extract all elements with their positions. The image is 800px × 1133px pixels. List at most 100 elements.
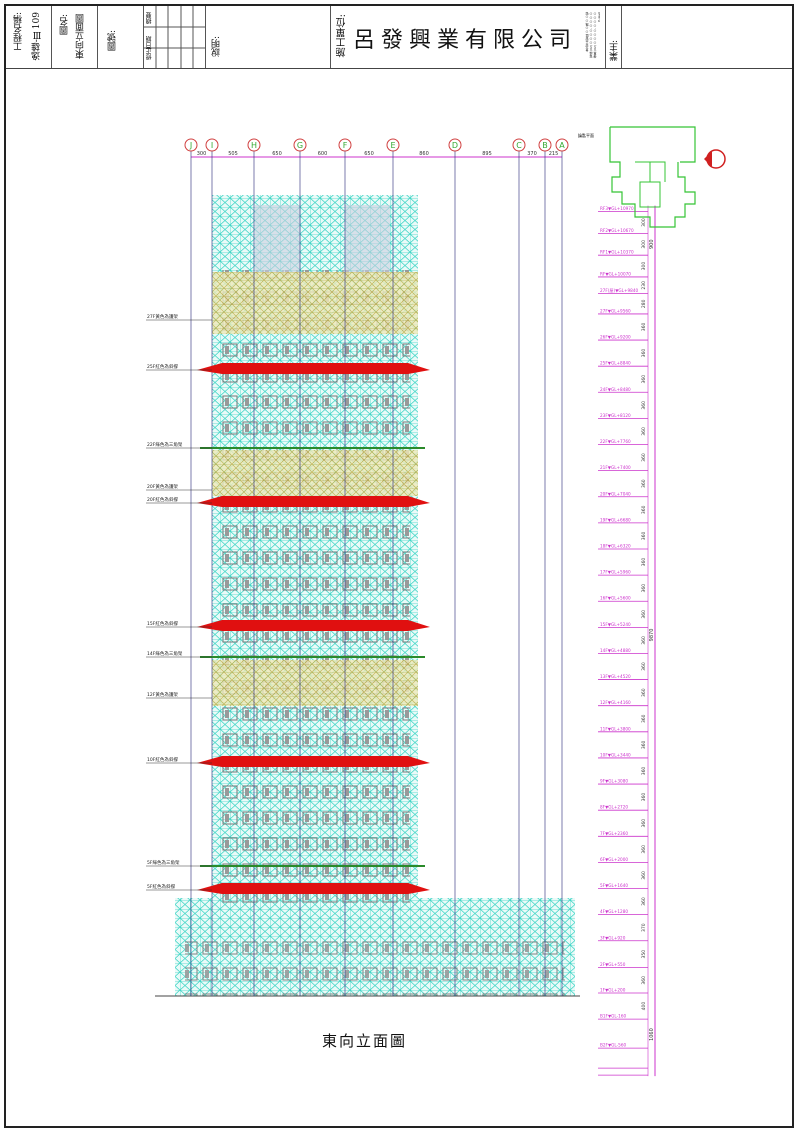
contractor-cell: 施工單位: 呂發興業有限公司 台北市大安區○○路○○號 電話:(02)○○○○-… [331,6,606,68]
grid-label: I [211,141,213,150]
level-label: 27F(屋)▼GL+9840 [600,288,638,294]
grid-dimension: 650 [272,151,282,157]
level-dimension: 300 [641,218,647,227]
revision-table: 修正日期 摘要 [144,6,206,68]
annotation-yellow: 27F黃色為護架 [147,313,178,320]
total-dimension: 1060 [649,1028,655,1041]
roof-structure [345,205,390,273]
drawing-name-cell: 圖名: 東向立面圖 [52,6,98,68]
level-label: 22F▼GL+7760 [600,439,631,444]
level-dimension: 360 [641,584,647,593]
grid-dimension: 650 [364,151,374,157]
grid-bubble-H [247,138,261,152]
level-label: 23F▼GL+8120 [600,413,631,418]
notes-cell: 說明: [206,6,331,68]
level-label: 2F▼GL+550 [600,962,626,967]
view-arrow-icon [704,151,712,167]
level-dimension: 400 [641,1002,647,1011]
level-dimension: 370 [641,923,647,932]
guard-zone-12f [212,660,418,706]
diagonal-brace-band [197,620,430,631]
level-dimension: 360 [641,767,647,776]
grid-bubble-B [538,138,552,152]
grid-bubble-A [555,138,569,152]
level-dimension: 360 [641,401,647,410]
level-label: RF3▼GL+10970 [600,206,634,211]
level-dimension: 360 [641,532,647,541]
annotation-yellow: 12F黃色為護架 [147,691,178,698]
level-dimension: 360 [641,636,647,645]
title-block: 工程名稱: 逸雄-Ⅲ109 圖名: 東向立面圖 圖號: 修正日期 摘要 說明: … [6,6,792,69]
level-label: B2F▼GL-560 [600,1043,627,1048]
annotation-red: 5F紅色為斜撐 [147,883,175,890]
level-dimension: 360 [641,845,647,854]
level-label: 1F▼GL+200 [600,988,626,993]
level-dimension: 360 [641,662,647,671]
level-label: 10F▼GL+3440 [600,752,631,757]
annotation-red: 25F紅色為斜撐 [147,363,178,370]
level-label: 19F▼GL+6680 [600,517,631,522]
diagonal-brace-band [197,496,430,507]
grid-bubble-G [293,138,307,152]
level-dimension: 360 [641,558,647,567]
level-dimension: 360 [641,610,647,619]
owner-cell: 業主: [606,6,622,68]
grid-label: B [542,141,548,150]
roof-structure [255,205,300,273]
grid-label: G [297,141,303,150]
level-dimension: 280 [641,299,647,308]
level-dimension: 360 [641,740,647,749]
drawing-no-cell: 圖號: [98,6,144,68]
level-label: 17F▼GL+5960 [600,570,631,575]
key-plan [609,126,726,228]
level-label: 12F▼GL+4160 [600,700,631,705]
level-label: 7F▼GL+2360 [600,831,628,836]
grid-bubble-E [386,138,400,152]
level-dimension: 300 [641,262,647,271]
annotation-green: 5F綠色為三角架 [147,859,180,866]
level-dimension: 360 [641,976,647,985]
annotation-yellow: 20F黃色為護架 [147,483,178,490]
diagonal-brace-band [197,363,430,374]
grid-label: D [452,141,458,150]
drawing-title: 東向立面圖 [322,1032,408,1050]
grid-bubble-F [338,138,352,152]
annotation-green: 22F綠色為三角架 [147,441,183,448]
grid-bubble-J [184,138,198,152]
annotation-red: 15F紅色為斜撐 [147,620,178,627]
diagonal-brace-band [197,883,430,894]
level-label: 8F▼GL+2720 [600,805,628,810]
level-dimension: 360 [641,479,647,488]
project-cell: 工程名稱: 逸雄-Ⅲ109 [6,6,52,68]
grid-dimension: 505 [228,151,238,157]
level-dimension: 360 [641,714,647,723]
level-label: 9F▼GL+3080 [600,779,628,784]
grid-dimension: 370 [527,151,537,157]
level-label: RF2▼GL+10670 [600,228,634,233]
podium-windows [185,930,565,996]
level-label: 21F▼GL+7400 [600,465,631,470]
total-dimension: 9870 [649,629,655,642]
grid-bubble-I [205,138,219,152]
key-plan-core [635,161,666,208]
level-label: 4F▼GL+1280 [600,909,628,914]
company-name: 呂發興業有限公司 [353,28,578,53]
grid-dimension: 600 [318,151,328,157]
level-label: 3F▼GL+920 [600,935,626,940]
guard-zone-20f [212,450,418,496]
level-label: 13F▼GL+4520 [600,674,631,679]
level-label: 11F▼GL+3800 [600,726,631,731]
grid-dimension: 860 [419,151,429,157]
level-dimension: 360 [641,688,647,697]
building-elevation [155,195,580,997]
level-label: 6F▼GL+2000 [600,857,628,862]
grid-bubble-D [448,138,462,152]
tower-windows [220,270,410,905]
grid-label: E [390,141,395,150]
grid-label: C [516,141,522,150]
level-dimension: 350 [641,950,647,959]
level-dimension: 360 [641,427,647,436]
level-label: 26F▼GL+9200 [600,335,631,340]
grid-label: F [343,141,348,150]
